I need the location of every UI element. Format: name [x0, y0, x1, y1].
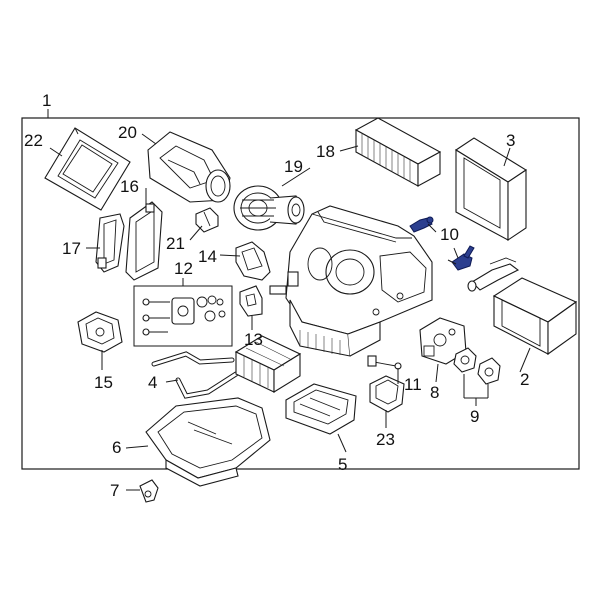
- callout-12: 12: [174, 259, 193, 278]
- callout-14: 14: [198, 247, 217, 266]
- callout-2: 2: [520, 370, 529, 389]
- part-5-door-assembly[interactable]: [285, 383, 357, 435]
- part-13-bracket[interactable]: [239, 285, 263, 317]
- callout-9: 9: [470, 407, 479, 426]
- callout-10: 10: [440, 225, 459, 244]
- callout-18: 18: [316, 142, 335, 161]
- part-12-expansion-valve-kit[interactable]: [133, 278, 233, 347]
- callout-15: 15: [94, 373, 113, 392]
- part-23-blower-resistor[interactable]: [369, 375, 405, 413]
- part-17-door[interactable]: [95, 213, 125, 273]
- callout-labels: 1 2 3 4 5 6 7 8 9 10 11 12 13 14 15 16 1…: [24, 91, 529, 500]
- callout-13: 13: [244, 330, 263, 349]
- callout-3: 3: [506, 131, 515, 150]
- part-15-actuator-motor[interactable]: [77, 311, 123, 353]
- callout-17: 17: [62, 239, 81, 258]
- part-6-lower-case[interactable]: [145, 397, 271, 487]
- part-20-blower-housing[interactable]: [147, 131, 231, 203]
- part-14-duct[interactable]: [235, 241, 271, 281]
- callout-5: 5: [338, 455, 347, 474]
- callout-4: 4: [148, 373, 157, 392]
- part-11-sensor[interactable]: [367, 355, 402, 370]
- callout-1: 1: [42, 91, 51, 110]
- part-10-temperature-sensor[interactable]: [409, 216, 475, 271]
- part-16-mode-door[interactable]: [125, 201, 163, 281]
- part-7-drain-clip[interactable]: [139, 479, 159, 503]
- heater-core-lower[interactable]: [234, 335, 302, 393]
- callout-22: 22: [24, 131, 43, 150]
- callout-6: 6: [112, 438, 121, 457]
- part-4-heater-tubes[interactable]: [151, 351, 239, 399]
- callout-20: 20: [118, 123, 137, 142]
- callout-23: 23: [376, 430, 395, 449]
- part-18-cabin-filter[interactable]: [354, 117, 442, 187]
- callout-8: 8: [430, 383, 439, 402]
- callout-11: 11: [404, 375, 422, 394]
- callout-16: 16: [120, 177, 139, 196]
- part-3-evaporator-core[interactable]: [454, 137, 528, 242]
- part-22-filter-frame[interactable]: [44, 127, 131, 211]
- part-9-actuator-pair[interactable]: [453, 347, 501, 385]
- callout-19: 19: [284, 157, 303, 176]
- assembly-frame: [21, 109, 580, 470]
- callout-21: 21: [166, 234, 185, 253]
- hvac-case-main[interactable]: [269, 205, 433, 357]
- leader-lines: [49, 133, 531, 491]
- part-19-blower-motor[interactable]: [233, 185, 305, 231]
- part-2-heater-core[interactable]: [467, 257, 578, 356]
- callout-7: 7: [110, 481, 119, 500]
